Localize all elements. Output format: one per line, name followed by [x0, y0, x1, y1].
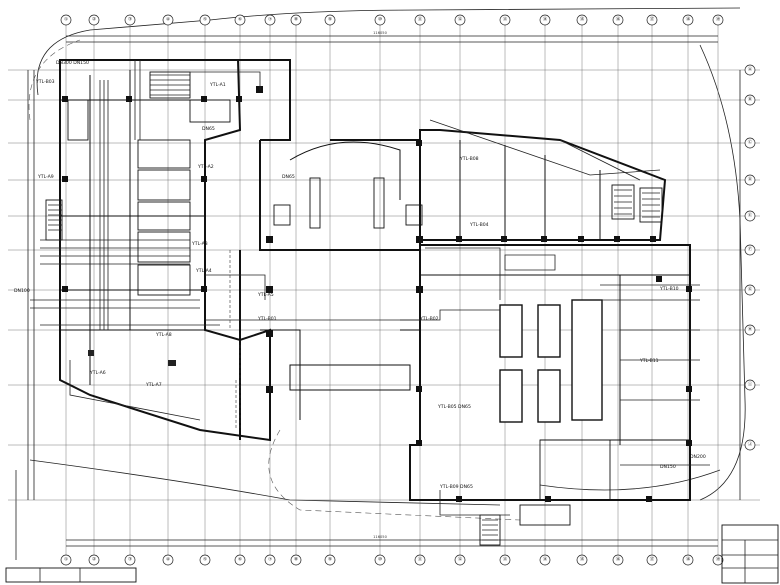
grid-bubbles-right: Ⓐ Ⓑ Ⓒ Ⓓ Ⓔ Ⓕ Ⓖ Ⓗ Ⓘ Ⓙ [744, 64, 756, 451]
pipe-label: YTL-B03 [35, 79, 55, 85]
grid-bubble-label: ⑰ [650, 556, 655, 563]
dimension-lines: 116050 116050 [27, 31, 741, 547]
grid-lines [8, 25, 760, 560]
grid-bubble-label: ⑲ [716, 16, 721, 23]
grid-bubble-label: ⑤ [203, 17, 207, 23]
grid-bubble-label: ⑩ [378, 557, 382, 563]
grid-bubble-label: ⑫ [458, 556, 463, 563]
grid-bubble-label: ⑦ [268, 17, 272, 23]
grid-bubble-label: ⑨ [328, 557, 332, 563]
pipe-runs [30, 60, 710, 516]
grid-bubble-label: Ⓐ [748, 66, 753, 73]
grid-bubble-label: Ⓓ [748, 176, 753, 183]
pipe-label: YTL-B01 [257, 316, 277, 322]
north-east-wing [419, 129, 667, 241]
grid-bubble-label: ⑬ [503, 556, 508, 563]
grid-bubble-label: ⑲ [716, 556, 721, 563]
grid-bubble-label: ⑤ [203, 557, 207, 563]
grid-bubble-label: ⑮ [580, 556, 585, 563]
grid-bubble-label: Ⓘ [748, 381, 753, 388]
pipe-label: YTL-A5 [257, 292, 274, 298]
south-east-tower [409, 244, 691, 546]
top-total-dimension: 116050 [373, 31, 387, 35]
structural-columns [62, 86, 692, 502]
pipe-label: DN100 [14, 288, 30, 294]
grid-bubble-label: ④ [166, 17, 170, 23]
grid-bubble-label: ⑥ [238, 17, 242, 23]
pipe-label: YTL-B08 [459, 156, 479, 162]
grid-bubble-label: ⑩ [378, 17, 382, 23]
pipe-label: YTL-A3 [191, 241, 208, 247]
grid-bubbles-top: ① ② ③ ④ ⑤ ⑥ ⑦ ⑧ ⑨ ⑩ ⑪ ⑫ ⑬ ⑭ ⑮ ⑯ ⑰ ⑱ ⑲ [60, 14, 724, 26]
grid-bubble-label: ⑧ [294, 557, 298, 563]
grid-bubble-label: ① [64, 557, 68, 563]
grid-bubble-label: ⑮ [580, 16, 585, 23]
west-wing-walls [59, 59, 291, 442]
grid-bubble-label: Ⓑ [748, 96, 753, 103]
pipe-label: YTL-B11 [639, 358, 659, 364]
annotations: DN300 DN150 YTL-B03 YTL-A1 YTL-A2 YTL-A3… [14, 60, 706, 490]
grid-bubble-label: ③ [128, 557, 132, 563]
grid-bubble-label: ⑯ [616, 16, 621, 23]
pipe-label: DN65 [202, 126, 215, 132]
grid-bubble-label: Ⓒ [748, 139, 753, 146]
pipe-label: YTL-B02 [419, 316, 439, 322]
pipe-label: DN65 [282, 174, 295, 180]
site-boundary [15, 7, 746, 560]
pipe-label: DN200 [690, 454, 706, 460]
pipe-label: YTL-A7 [145, 382, 162, 388]
grid-bubble-label: Ⓗ [748, 326, 753, 333]
grid-bubble-label: ⑫ [458, 16, 463, 23]
grid-bubble-label: ③ [128, 17, 132, 23]
grid-bubbles-bottom: ① ② ③ ④ ⑤ ⑥ ⑦ ⑧ ⑨ ⑩ ⑪ ⑫ ⑬ ⑭ ⑮ ⑯ ⑰ ⑱ ⑲ [60, 554, 724, 566]
grid-bubble-label: ⑰ [650, 16, 655, 23]
grid-bubble-label: ⑪ [418, 556, 423, 563]
pipe-label: YTL-A1 [209, 82, 226, 88]
pipe-label: YTL-A4 [195, 268, 212, 274]
pipe-label: DN300 DN150 [56, 60, 89, 66]
grid-bubble-label: ⑯ [616, 556, 621, 563]
title-block [5, 524, 779, 584]
grid-bubble-label: ⑬ [503, 16, 508, 23]
pipe-label: YTL-A9 [37, 174, 54, 180]
pipe-label: YTL-B04 [469, 222, 489, 228]
pipe-label: YTL-B09 DN65 [439, 484, 473, 490]
grid-bubble-label: Ⓕ [748, 246, 753, 253]
grid-bubble-label: ⑭ [543, 16, 548, 23]
pipe-label: YTL-A2 [197, 164, 214, 170]
grid-bubble-label: ② [92, 17, 96, 23]
pipe-label: DN150 [660, 464, 676, 470]
grid-bubble-label: ⑱ [686, 16, 691, 23]
grid-bubble-label: Ⓔ [748, 212, 753, 219]
bottom-total-dimension: 116050 [373, 535, 387, 539]
grid-bubble-label: ⑦ [268, 557, 272, 563]
grid-bubble-label: ⑱ [686, 556, 691, 563]
pipe-label: YTL-B05 DN65 [437, 404, 471, 410]
grid-bubble-label: ④ [166, 557, 170, 563]
grid-bubble-label: ⑥ [238, 557, 242, 563]
grid-bubble-label: ⑧ [294, 17, 298, 23]
grid-bubble-label: Ⓙ [748, 441, 753, 448]
grid-bubble-label: ① [64, 17, 68, 23]
grid-bubble-label: ⑨ [328, 17, 332, 23]
pipe-label: YTL-B10 [659, 286, 679, 292]
pipe-label: YTL-A6 [89, 370, 106, 376]
grid-bubble-label: Ⓖ [748, 286, 753, 293]
grid-bubble-label: ⑪ [418, 16, 423, 23]
grid-bubble-label: ⑭ [543, 556, 548, 563]
west-core-rooms [45, 71, 231, 296]
grid-bubble-label: ② [92, 557, 96, 563]
pipe-label: YTL-A8 [155, 332, 172, 338]
